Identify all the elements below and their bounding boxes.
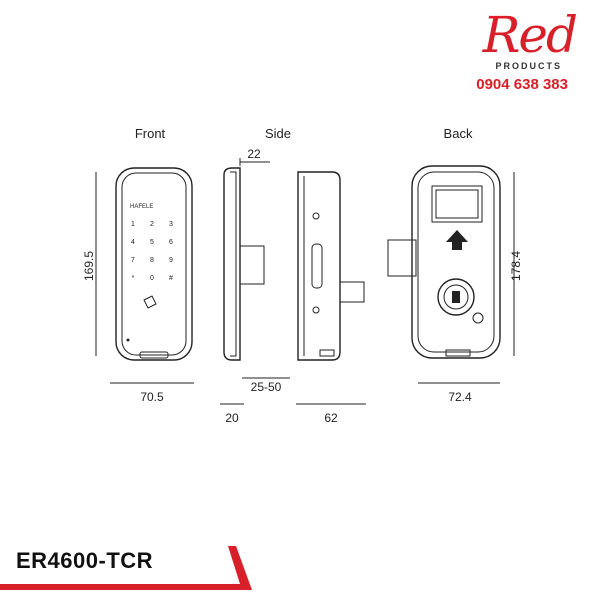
keypad-key: 8 bbox=[150, 257, 154, 264]
keypad-key: 0 bbox=[150, 275, 154, 282]
card-reader-icon bbox=[143, 295, 157, 309]
back-height-label: 178.4 bbox=[509, 251, 523, 281]
keypad-key: 2 bbox=[150, 221, 154, 228]
side-top-label: 22 bbox=[247, 147, 261, 161]
back-width-label: 72.4 bbox=[448, 390, 472, 404]
front-battery-contact bbox=[139, 351, 169, 359]
thumb-turn-knob bbox=[472, 312, 484, 324]
back-bolt bbox=[387, 239, 417, 277]
keypad-key: 4 bbox=[131, 239, 135, 246]
front-body-outer bbox=[115, 167, 193, 361]
brand-logo: Red PRODUCTS 0904 638 383 bbox=[434, 6, 584, 96]
keypad-key: # bbox=[169, 275, 173, 282]
front-view: HAFELE 1 2 3 4 5 6 7 8 9 * 0 # bbox=[115, 167, 193, 361]
side-front-plate bbox=[223, 167, 265, 361]
keypad-key: * bbox=[132, 275, 135, 282]
model-name: ER4600-TCR bbox=[16, 548, 154, 573]
side-range-label: 25-50 bbox=[251, 380, 282, 394]
brand-phone: 0904 638 383 bbox=[476, 76, 568, 93]
front-height-label: 169.5 bbox=[82, 251, 96, 281]
keypad-key: 1 bbox=[131, 221, 135, 228]
side-bolt-left bbox=[239, 245, 265, 285]
thumb-turn bbox=[437, 278, 475, 316]
side-front-label: 20 bbox=[225, 411, 239, 425]
keypad-key: 9 bbox=[169, 257, 173, 264]
view-title-back: Back bbox=[444, 126, 473, 141]
view-title-front: Front bbox=[135, 126, 166, 141]
back-view bbox=[387, 165, 501, 359]
brand-subtitle: PRODUCTS bbox=[495, 61, 562, 71]
front-body-inner bbox=[121, 172, 187, 356]
battery-cover bbox=[431, 185, 483, 223]
front-logo: HAFELE bbox=[130, 204, 153, 210]
side-bolt-right bbox=[339, 281, 365, 303]
arrow-up-icon bbox=[446, 230, 468, 250]
keypad-key: 5 bbox=[150, 239, 154, 246]
back-body-outer bbox=[411, 165, 501, 359]
front-width-label: 70.5 bbox=[140, 390, 164, 404]
view-title-side: Side bbox=[265, 126, 291, 141]
keypad-key: 7 bbox=[131, 257, 135, 264]
keypad-key: 3 bbox=[169, 221, 173, 228]
brand-name: Red bbox=[482, 6, 578, 64]
status-led bbox=[126, 338, 130, 342]
side-back-label: 62 bbox=[324, 411, 338, 425]
keypad: 1 2 3 4 5 6 7 8 9 * 0 # bbox=[131, 221, 173, 282]
side-back-body bbox=[297, 171, 365, 361]
keypad-key: 6 bbox=[169, 239, 173, 246]
